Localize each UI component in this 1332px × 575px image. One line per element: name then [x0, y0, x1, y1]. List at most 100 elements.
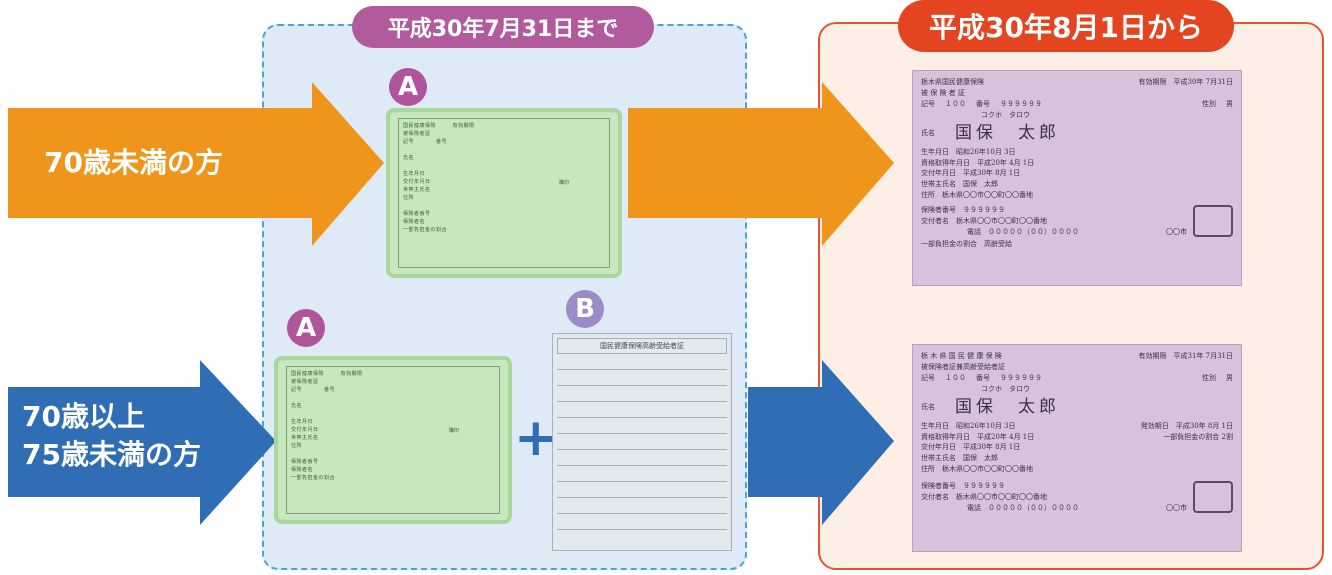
gc2-issue: 交付年月日 [291, 427, 319, 433]
seal-stamp-icon [1193, 481, 1233, 514]
pc1-address-value: 栃木県〇〇市〇〇町〇〇番地 [942, 191, 1033, 200]
gc-valid: 有効期限 [452, 123, 475, 129]
under-75-label: 75歳未満の方 [22, 438, 201, 471]
gc-footer: 一部負担金の割合 [403, 227, 448, 233]
pc1-sex-value: 男 [1226, 99, 1233, 108]
b-slip-row [557, 386, 727, 402]
pc1-sex-label: 性別 [1202, 99, 1216, 108]
pc1-number-label: 番号 [976, 99, 990, 108]
pc1-phone: 電話 ０００００（００）００００ [967, 227, 1079, 236]
gc-symbol: 記号 [403, 139, 415, 145]
green-card-bottom: 国民健康保険 有効期限 被保険者証 記号 番号 氏名 生年月日 交付年月日 世帯… [274, 356, 512, 524]
b-slip-title: 国民健康保険高齢受給者証 [557, 338, 727, 354]
pc2-insurer-label: 交付者名 [921, 492, 949, 501]
pc2-insurer-no-label: 保険者番号 [921, 481, 956, 490]
pc1-address-label: 住所 [921, 191, 935, 200]
badge-b: B [566, 290, 604, 328]
pc1-head-label: 世帯主氏名 [921, 180, 956, 189]
blue-arrow-left [8, 360, 276, 525]
pc1-valid-value: 平成30年 7月31日 [1173, 78, 1234, 86]
b-slip-row [557, 354, 727, 370]
pc1-title-l1: 栃木県国民健康保険 [921, 78, 984, 86]
pc2-insurer-no-value: ９９９９９９ [963, 481, 1005, 490]
pc2-issue-value: 平成30年 8月 1日 [963, 443, 1021, 452]
badge-a-top: A [389, 68, 427, 106]
b-slip-row [557, 434, 727, 450]
gc-address: 住所 [403, 195, 415, 201]
b-slip-row [557, 466, 727, 482]
pc2-birth-value: 昭和26年10月 3日 [956, 421, 1016, 430]
after-date-label: 平成30年8月1日から [898, 0, 1234, 52]
b-slip-row [557, 482, 727, 498]
pc2-number-value: ９９９９９９ [1000, 373, 1042, 382]
pc1-head-value: 国保 太郎 [963, 180, 998, 189]
plus-icon: + [514, 408, 558, 468]
pc1-insurer-value: 栃木県〇〇市〇〇町〇〇番地 [956, 216, 1047, 225]
gc2-title-l2: 被保険者証 [291, 379, 319, 385]
purple-card-70to75: 栃 木 県 国 民 健 康 保 険 被保険者証兼高齢受給者証 有効期限 平成31… [912, 344, 1242, 552]
pc2-kana: コクホ タロウ [981, 384, 1030, 393]
pc1-number-value: ９９９９９９ [1000, 99, 1042, 108]
b-slip-row [557, 370, 727, 386]
b-slip-row [557, 450, 727, 466]
pc2-effective-label: 発効期日 [1140, 421, 1169, 430]
gc-head: 世帯主氏名 [403, 187, 431, 193]
gc-name: 氏名 [403, 155, 415, 161]
pc1-footer: 一部負担金の割合 高齢受給 [921, 240, 1012, 249]
pc2-valid-label: 有効期限 [1138, 352, 1167, 360]
gc2-name: 氏名 [291, 403, 303, 409]
gc2-birth: 生年月日 [291, 419, 314, 425]
blue-arrow-mid [748, 360, 894, 525]
gc2-head: 世帯主氏名 [291, 435, 319, 441]
gc2-valid: 有効期限 [340, 371, 363, 377]
b-slip-row [557, 418, 727, 434]
pc2-symbol-label: 記号 [921, 373, 935, 382]
pc1-symbol-value: １００ [945, 99, 966, 108]
b-slip-row [557, 498, 727, 514]
pc2-number-label: 番号 [976, 373, 990, 382]
gc2-insurer-no: 保険者番号 [291, 459, 319, 465]
pc1-city: 〇〇市 [1166, 227, 1187, 236]
pc1-symbol-label: 記号 [921, 99, 935, 108]
pc1-insurer-no-value: ９９９９９９ [963, 205, 1005, 214]
pc2-title-l2: 被保険者証兼高齢受給者証 [921, 362, 1005, 371]
pc1-qualify-label: 資格取得年月日 [921, 158, 970, 167]
orange-arrow-mid [628, 82, 894, 246]
pc2-city: 〇〇市 [1166, 503, 1187, 512]
pc2-sex-label: 性別 [1202, 373, 1216, 382]
gc-insurer: 保険者名 [403, 219, 426, 225]
pc1-issue-value: 平成30年 8月 1日 [963, 169, 1021, 178]
pc1-birth-value: 昭和26年10月 3日 [956, 147, 1016, 156]
pc1-title-l2: 被 保 険 者 証 [921, 88, 965, 97]
gc2-insurer: 保険者名 [291, 467, 314, 473]
gc2-title-l1: 国民健康保険 [291, 371, 325, 377]
orange-arrow-left [8, 82, 384, 246]
pc2-phone: 電話 ０００００（００）００００ [967, 503, 1079, 512]
pc2-title-l1: 栃 木 県 国 民 健 康 保 険 [921, 352, 1002, 360]
gc-seal-text: 職印 [558, 180, 569, 186]
b-slip-row [557, 514, 727, 530]
pc2-issue-label: 交付年月日 [921, 443, 956, 452]
pc1-valid-label: 有効期限 [1138, 78, 1167, 86]
pc1-kana: コクホ タロウ [981, 110, 1030, 119]
pc1-insurer-no-label: 保険者番号 [921, 205, 956, 214]
gc-title-l1: 国民健康保険 [403, 123, 437, 129]
pc2-symbol-value: １００ [945, 373, 966, 382]
pc2-qualify-label: 資格取得年月日 [921, 432, 970, 441]
green-card-top: 国民健康保険 有効期限 被保険者証 記号 番号 氏名 生年月日 交付年月日 世帯… [386, 108, 622, 278]
under-70-label: 70歳未満の方 [44, 146, 223, 179]
before-date-label: 平成30年7月31日まで [352, 6, 654, 48]
pc2-sex-value: 男 [1226, 373, 1233, 382]
gc-birth: 生年月日 [403, 171, 426, 177]
pc2-head-value: 国保 太郎 [963, 454, 998, 463]
pc2-name-value: 国保 太郎 [955, 397, 1060, 418]
pc2-valid-value: 平成31年 7月31日 [1173, 352, 1234, 360]
pc1-issue-label: 交付年月日 [921, 169, 956, 178]
gc2-number: 番号 [324, 387, 336, 393]
pc2-qualify-value: 平成20年 4月 1日 [977, 432, 1035, 441]
pc2-effective-value: 平成30年 8月 1日 [1175, 421, 1233, 430]
pc2-head-label: 世帯主氏名 [921, 454, 956, 463]
gc-insurer-no: 保険者番号 [403, 211, 431, 217]
gc2-footer: 一部負担金の割合 [291, 475, 336, 481]
pc2-address-value: 栃木県〇〇市〇〇町〇〇番地 [942, 465, 1033, 474]
